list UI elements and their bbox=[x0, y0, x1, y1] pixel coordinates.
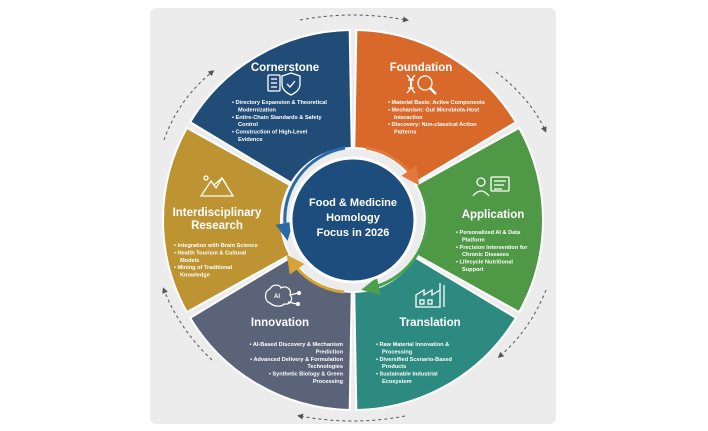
segment-ring: Foundation • Material Basis: Active Compo… bbox=[162, 29, 544, 411]
segment-cornerstone-item-2-line-2: Control bbox=[238, 122, 258, 128]
segment-innovation-item-2: • Advanced Delivery & FormulationTechnol… bbox=[250, 357, 343, 370]
outer-cycle-arrows bbox=[162, 14, 547, 422]
segment-innovation: Innovation AI • AI-Based Discovery & Mecha… bbox=[188, 255, 353, 411]
person-screen-icon bbox=[472, 176, 510, 197]
center-title-line-3: Focus in 2026 bbox=[317, 227, 390, 239]
outer-arrow-upper-left bbox=[163, 70, 215, 141]
segment-cornerstone-item-1-line-1: • Directory Expansion & Theoretical bbox=[232, 100, 327, 106]
segment-translation-item-3-line-2: Ecosystem bbox=[382, 379, 412, 385]
center-circle bbox=[289, 156, 417, 284]
inner-cycle-arrows bbox=[275, 146, 429, 295]
segment-interdisciplinary-title-line-1: Interdisciplinary bbox=[173, 207, 262, 219]
segment-cornerstone-item-3-line-2: Evidence bbox=[238, 137, 263, 143]
inner-arrow-orange bbox=[365, 146, 420, 186]
svg-text:AI: AI bbox=[274, 294, 280, 300]
segment-foundation-item-1-line-1: • Material Basis: Active Components bbox=[388, 100, 485, 106]
segment-innovation-item-1: • AI-Based Discovery & MechanismPredicti… bbox=[250, 342, 344, 355]
segment-application-shape bbox=[414, 126, 544, 314]
segment-translation-item-1-line-1: • Raw Material Innovation & bbox=[376, 342, 449, 348]
outer-arrow-lower-right bbox=[497, 289, 547, 358]
segment-innovation-title: Innovation bbox=[251, 317, 309, 329]
segment-translation-item-1-line-2: Processing bbox=[382, 349, 413, 355]
segment-application: Application • Personalized AI & DataPlatf… bbox=[414, 126, 544, 314]
segment-innovation-item-2-line-1: • Advanced Delivery & Formulation bbox=[250, 357, 343, 363]
segment-interdisciplinary-item-2-line-2: Models bbox=[180, 258, 199, 264]
segment-interdisciplinary-item-2-line-1: • Health Tourism & Cultural bbox=[174, 250, 247, 256]
inner-arrow-green bbox=[361, 195, 429, 295]
segment-application-title: Application bbox=[462, 209, 525, 221]
segment-application-item-3-line-1: • Lifecycle Nutritional bbox=[456, 260, 513, 266]
segment-foundation-item-1: • Material Basis: Active Components bbox=[388, 100, 485, 106]
segment-translation-item-2-line-2: Products bbox=[382, 364, 406, 370]
inner-arrow-blue bbox=[275, 146, 346, 241]
dna-magnifier-icon bbox=[406, 74, 437, 95]
segment-translation-item-2-line-1: • Diversified Scenario-Based bbox=[376, 357, 453, 363]
book-shield-icon bbox=[267, 72, 301, 96]
inner-arrow-yellow bbox=[286, 254, 345, 294]
segment-innovation-item-3-line-2: Processing bbox=[313, 379, 344, 385]
segment-translation-item-1: • Raw Material Innovation &Processing bbox=[376, 342, 449, 355]
segment-interdisciplinary-item-3-line-1: • Mining of Traditional bbox=[174, 265, 233, 271]
segment-foundation-item-3-line-2: Patterns bbox=[394, 130, 416, 136]
segment-innovation-item-1-line-1: • AI-Based Discovery & Mechanism bbox=[250, 342, 343, 348]
segment-innovation-item-2-line-2: Technologies bbox=[307, 364, 343, 370]
segment-application-item-2-line-1: • Precision Intervention for bbox=[456, 245, 528, 251]
segment-foundation-item-3: • Discovery: Non-classical ActionPattern… bbox=[388, 122, 477, 135]
segment-foundation: Foundation • Material Basis: Active Compo… bbox=[353, 29, 518, 185]
segment-foundation-item-2-line-1: • Mechanism: Gut Microbiota-Host bbox=[388, 107, 479, 113]
segment-application-item-3-line-2: Support bbox=[462, 267, 484, 273]
mountain-icon bbox=[199, 175, 235, 197]
segment-cornerstone-item-1: • Directory Expansion & TheoreticalModer… bbox=[232, 100, 327, 113]
segment-application-item-1-line-2: Platform bbox=[462, 237, 485, 243]
segment-translation: Translation• Raw Material Innovation &Pr… bbox=[353, 255, 518, 411]
segment-translation-title: Translation bbox=[399, 317, 460, 329]
segment-innovation-item-3-line-1: • Synthetic Biology & Green bbox=[269, 372, 344, 378]
segment-interdisciplinary-item-3-line-2: Knowledge bbox=[180, 273, 210, 279]
outer-arrow-upper-right bbox=[495, 71, 547, 133]
segment-application-item-2-line-2: Chronic Diseases bbox=[462, 252, 509, 258]
segment-foundation-item-3-line-1: • Discovery: Non-classical Action bbox=[388, 122, 477, 128]
segment-foundation-item-2: • Mechanism: Gut Microbiota-HostInteract… bbox=[388, 107, 479, 120]
segment-innovation-item-1-line-2: Prediction bbox=[316, 349, 344, 355]
segment-foundation-shape bbox=[353, 29, 518, 185]
ai-brain-icon: AI bbox=[264, 284, 302, 307]
outer-arrow-lower-left bbox=[162, 287, 213, 361]
segment-translation-item-3-line-1: • Sustainable Industrial bbox=[376, 372, 438, 378]
segment-foundation-title: Foundation bbox=[390, 62, 453, 74]
center-title-line-1: Food & Medicine bbox=[309, 197, 397, 209]
segment-cornerstone-item-2-line-1: • Entire-Chain Standards & Safety bbox=[232, 115, 323, 121]
segment-cornerstone-item-3-line-1: • Construction of High-Level bbox=[232, 130, 308, 136]
segment-interdisciplinary-item-1: • Integration with Brain Science bbox=[174, 243, 258, 249]
segment-foundation-item-2-line-2: Interaction bbox=[394, 115, 423, 121]
factory-icon bbox=[415, 283, 445, 308]
segment-application-item-1-line-1: • Personalized AI & Data bbox=[456, 230, 521, 236]
segment-cornerstone-item-1-line-2: Modernization bbox=[238, 107, 276, 113]
center-title-line-2: Homology bbox=[326, 212, 381, 224]
segment-cornerstone-title: Cornerstone bbox=[251, 62, 319, 74]
segment-interdisciplinary-item-1-line-1: • Integration with Brain Science bbox=[174, 243, 258, 249]
segment-interdisciplinary-title-line-2: Research bbox=[191, 220, 243, 232]
